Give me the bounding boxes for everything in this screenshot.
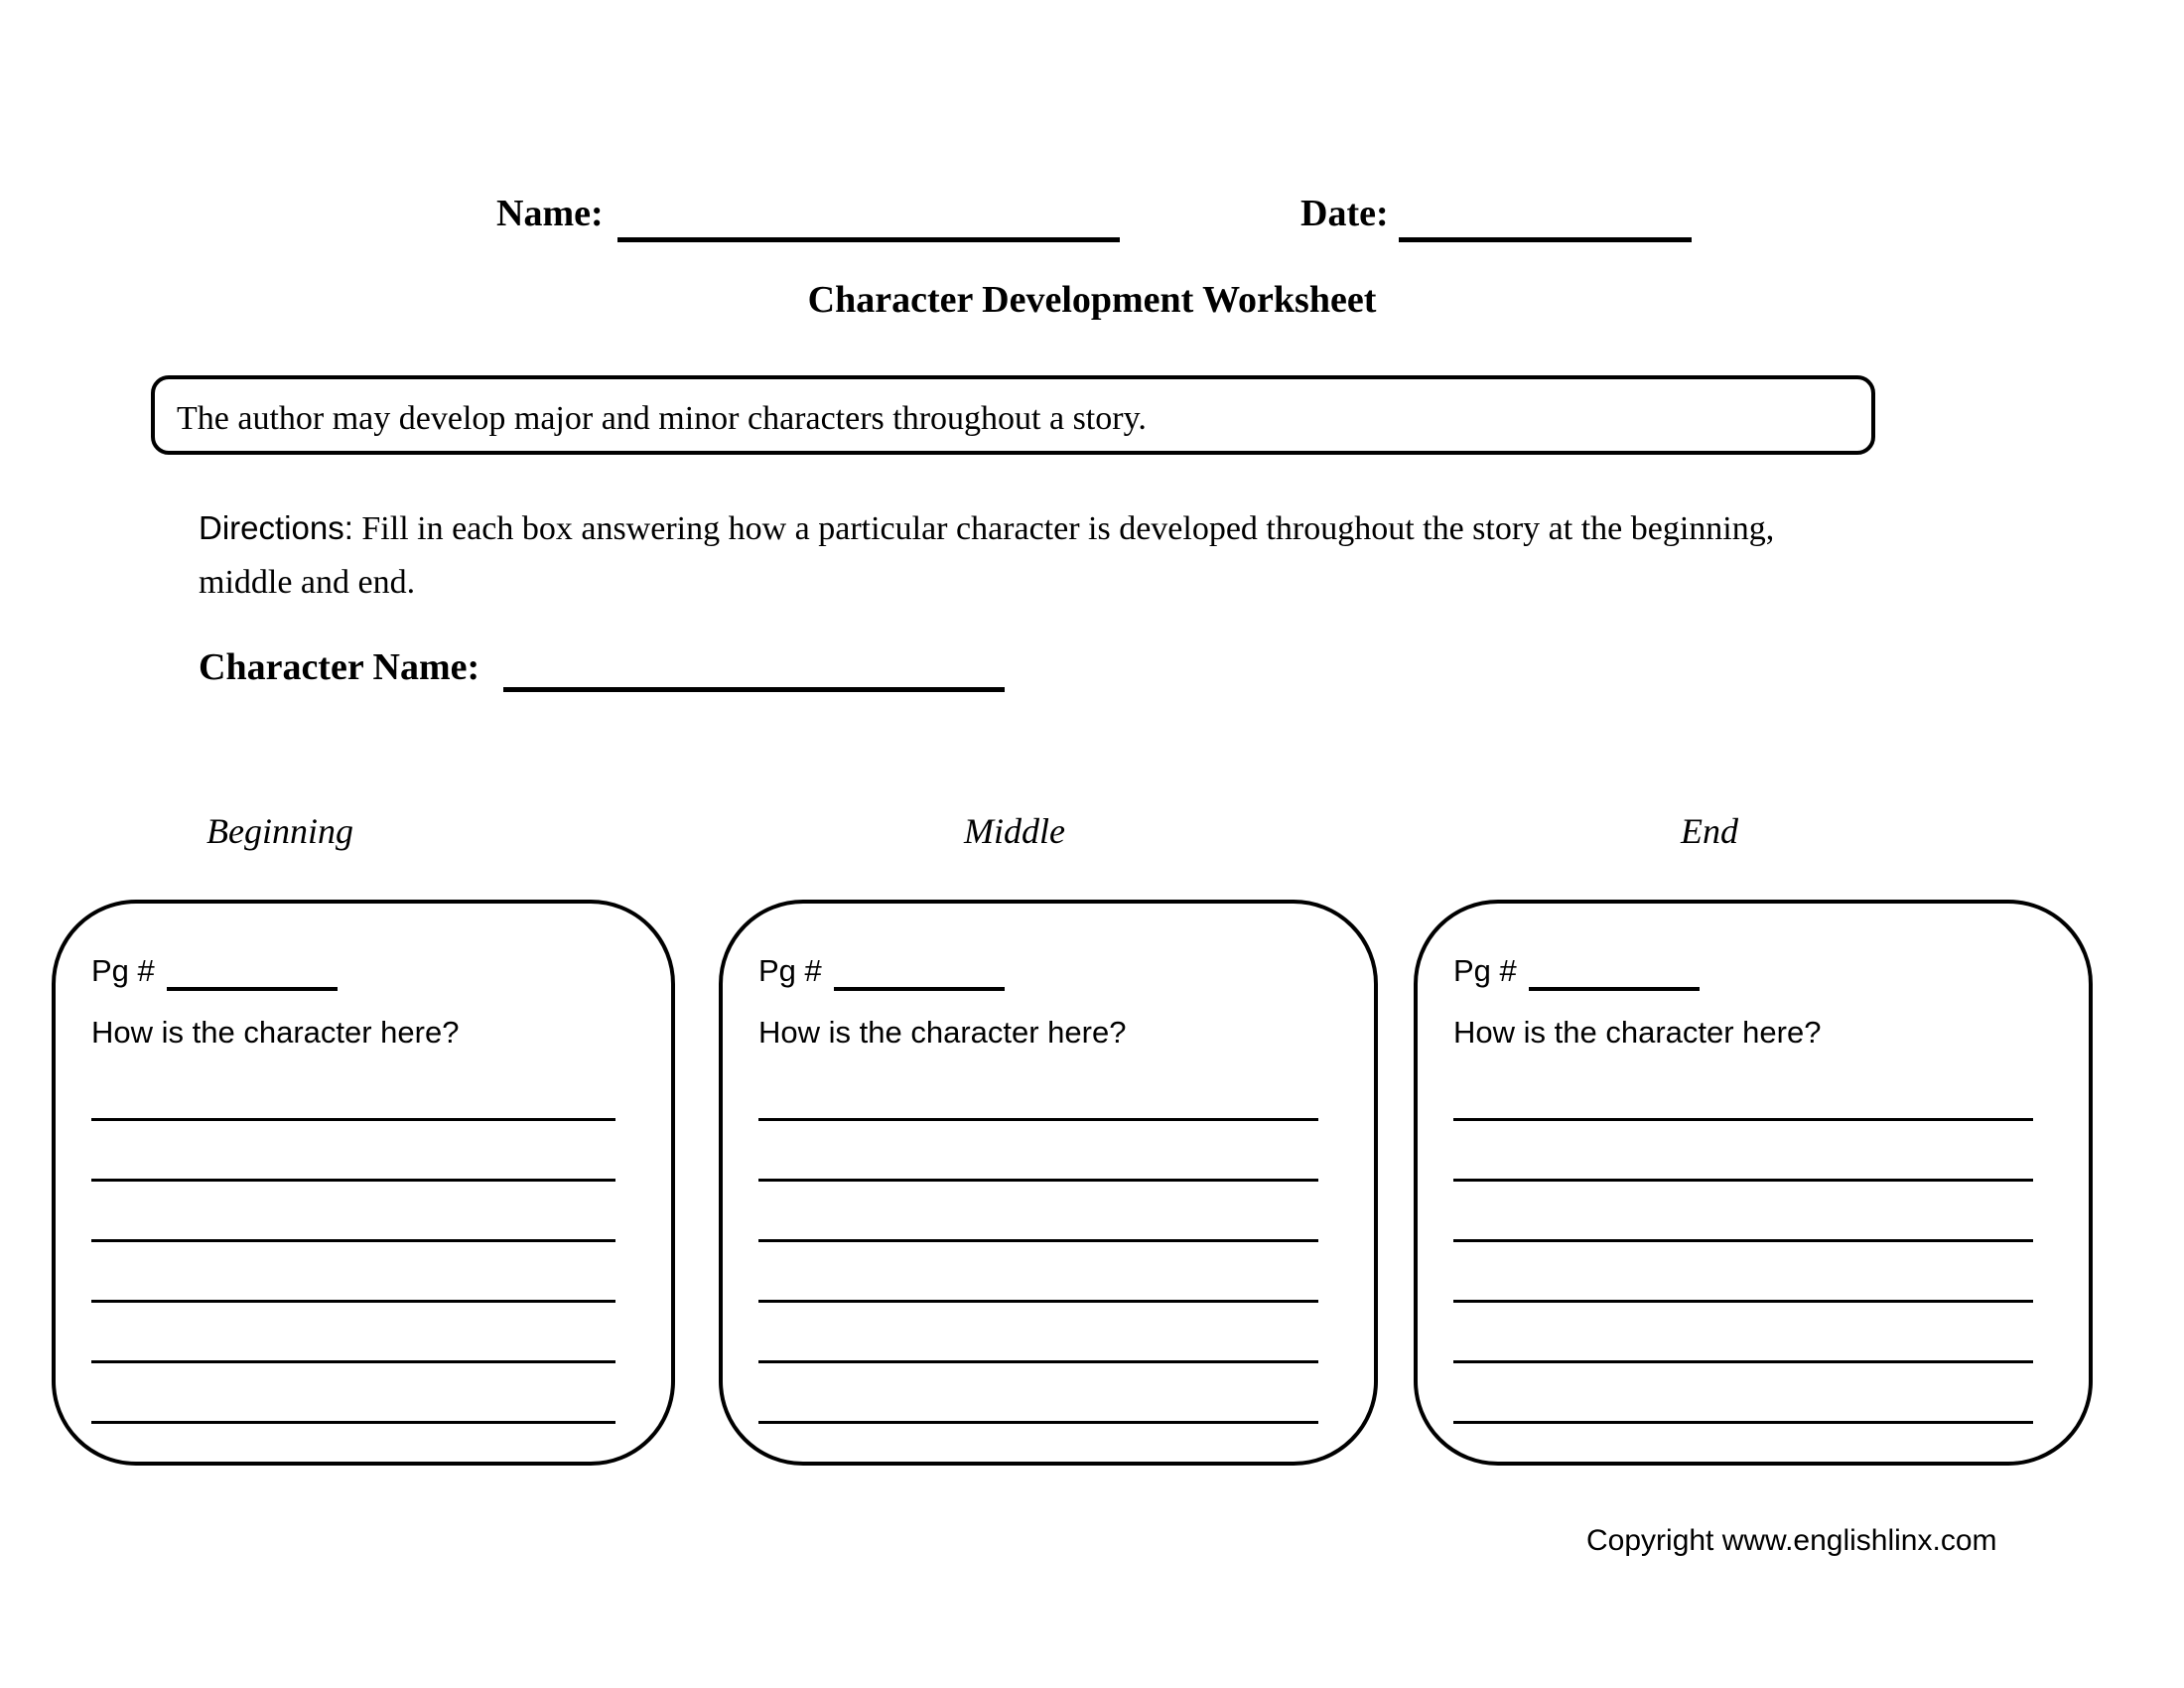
writing-line [758, 1118, 1318, 1121]
pg-label: Pg # [1453, 953, 1517, 988]
writing-line [91, 1179, 615, 1182]
writing-line [91, 1118, 615, 1121]
writing-lines [758, 1118, 1318, 1424]
column-header-beginning: Beginning [206, 811, 353, 851]
statement-box: The author may develop major and minor c… [151, 375, 1875, 455]
end-box: Pg # How is the character here? [1414, 900, 2093, 1466]
directions-text: Fill in each box answering how a particu… [199, 510, 1775, 601]
pg-label: Pg # [758, 953, 822, 988]
character-name-blank-line [503, 645, 1005, 692]
question-text: How is the character here? [758, 1015, 1127, 1050]
writing-line [758, 1300, 1318, 1303]
column-header-end: End [1681, 811, 1738, 851]
directions-paragraph: Directions: Fill in each box answering h… [199, 501, 1827, 610]
page-number-row: Pg # [91, 951, 338, 991]
writing-line [1453, 1179, 2033, 1182]
writing-lines [1453, 1118, 2033, 1424]
statement-text: The author may develop major and minor c… [177, 400, 1147, 437]
name-label: Name: [496, 193, 604, 234]
writing-line [91, 1360, 615, 1363]
directions-label: Directions: [199, 509, 353, 546]
pg-blank-line [833, 951, 1005, 991]
writing-line [91, 1300, 615, 1303]
page-number-row: Pg # [758, 951, 1005, 991]
writing-line [1453, 1118, 2033, 1121]
writing-line [91, 1421, 615, 1424]
name-blank-line [617, 195, 1120, 242]
writing-line [1453, 1360, 2033, 1363]
pg-label: Pg # [91, 953, 155, 988]
writing-lines [91, 1118, 615, 1424]
writing-line [1453, 1300, 2033, 1303]
writing-line [1453, 1239, 2033, 1242]
pg-blank-line [1528, 951, 1700, 991]
page-title: Character Development Worksheet [807, 279, 1377, 321]
writing-line [758, 1421, 1318, 1424]
writing-line [758, 1179, 1318, 1182]
date-label: Date: [1300, 193, 1389, 234]
pg-blank-line [166, 951, 338, 991]
column-header-middle: Middle [964, 811, 1065, 851]
writing-line [758, 1360, 1318, 1363]
copyright-text: Copyright www.englishlinx.com [1586, 1524, 1997, 1557]
character-name-label: Character Name: [199, 646, 480, 688]
beginning-box: Pg # How is the character here? [52, 900, 675, 1466]
date-blank-line [1399, 195, 1692, 242]
question-text: How is the character here? [1453, 1015, 1822, 1050]
writing-line [1453, 1421, 2033, 1424]
question-text: How is the character here? [91, 1015, 460, 1050]
writing-line [758, 1239, 1318, 1242]
page-number-row: Pg # [1453, 951, 1700, 991]
middle-box: Pg # How is the character here? [719, 900, 1378, 1466]
writing-line [91, 1239, 615, 1242]
